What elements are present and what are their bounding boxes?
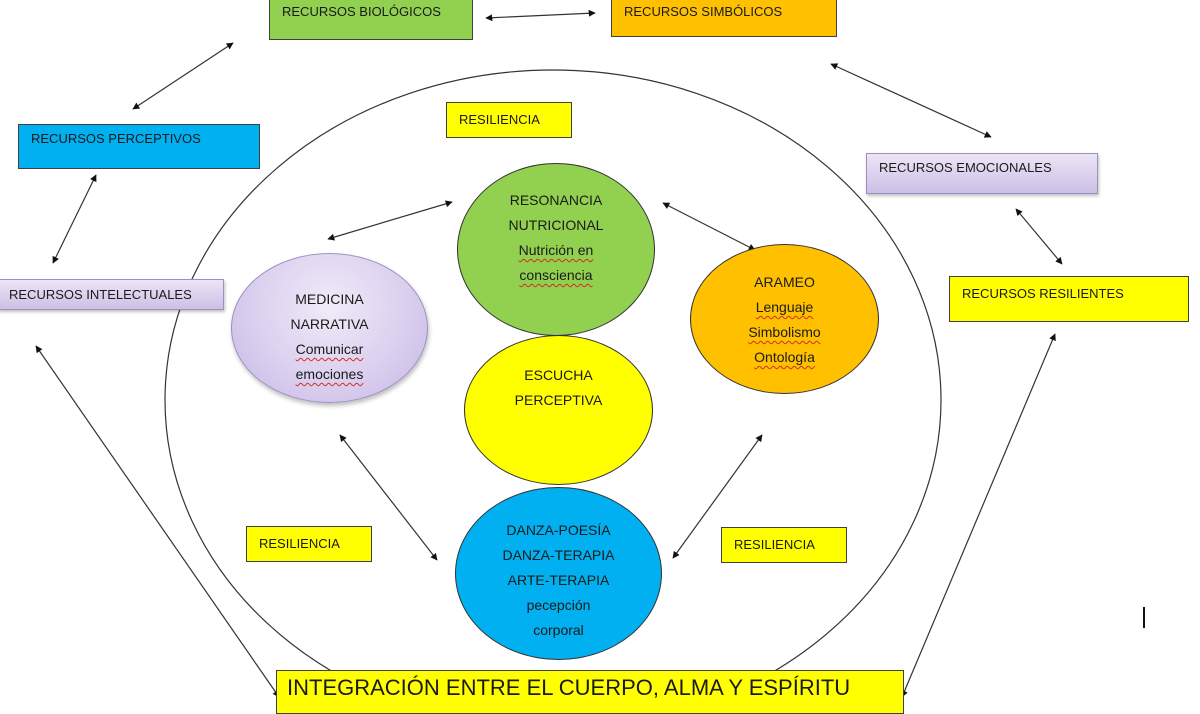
arrow-emocionales-resilientes <box>1015 208 1063 265</box>
resiliencia-text: RESILIENCIA <box>459 112 540 127</box>
arrow-medicina-resonancia <box>327 200 453 241</box>
arrow-intelectuales-integracion <box>35 345 280 698</box>
resiliencia-label-top: RESILIENCIA <box>446 102 572 138</box>
resonancia-nutricional-circle: RESONANCIA NUTRICIONAL Nutrición en cons… <box>457 163 655 336</box>
recursos-biologicos-label: RECURSOS BIOLÓGICOS <box>282 4 441 19</box>
text-cursor-icon <box>1143 607 1145 628</box>
recursos-resilientes-label: RECURSOS RESILIENTES <box>962 286 1124 301</box>
resiliencia-label-right: RESILIENCIA <box>721 527 847 563</box>
circle-line: Nutrición en <box>518 242 594 258</box>
circle-line: ARTE-TERAPIA <box>507 572 610 588</box>
recursos-perceptivos-label: RECURSOS PERCEPTIVOS <box>31 131 201 146</box>
arrow-perceptivos-intelectuales <box>52 174 97 264</box>
recursos-biologicos-box: RECURSOS BIOLÓGICOS <box>269 0 473 40</box>
recursos-simbolicos-label: RECURSOS SIMBÓLICOS <box>624 4 783 19</box>
circle-line: MEDICINA <box>295 291 364 307</box>
circle-line: Lenguaje <box>755 299 814 315</box>
resiliencia-text: RESILIENCIA <box>259 536 340 551</box>
circle-line: NUTRICIONAL <box>508 217 604 233</box>
recursos-emocionales-label: RECURSOS EMOCIONALES <box>879 160 1052 175</box>
recursos-perceptivos-box: RECURSOS PERCEPTIVOS <box>18 124 260 169</box>
circle-line: emociones <box>295 366 364 382</box>
circle-line: ARAMEO <box>754 274 815 290</box>
integracion-title: INTEGRACIÓN ENTRE EL CUERPO, ALMA Y ESPÍ… <box>287 675 851 700</box>
arameo-circle: ARAMEO Lenguaje Simbolismo Ontología <box>690 244 879 394</box>
arrow-resilientes-integracion <box>901 333 1056 698</box>
arrow-resonancia-arameo <box>662 202 756 251</box>
arrow-arameo-danza <box>672 434 763 559</box>
circle-line: RESONANCIA <box>509 192 603 208</box>
arrow-simbolicos-emocionales <box>830 63 992 138</box>
circle-line: NARRATIVA <box>290 316 369 332</box>
circle-line: PERCEPTIVA <box>514 392 603 408</box>
arrow-medicina-danza <box>339 434 438 561</box>
resiliencia-text: RESILIENCIA <box>734 537 815 552</box>
recursos-emocionales-box: RECURSOS EMOCIONALES <box>866 153 1098 194</box>
circle-line: corporal <box>533 622 584 638</box>
resiliencia-label-left: RESILIENCIA <box>246 526 372 562</box>
arrow-biologicos-simbolicos <box>485 9 596 22</box>
circle-line: DANZA-TERAPIA <box>502 547 615 563</box>
circle-line: DANZA-POESÍA <box>506 522 611 538</box>
circle-line: ESCUCHA <box>524 367 593 383</box>
recursos-intelectuales-box: RECURSOS INTELECTUALES <box>0 279 224 310</box>
circle-line: Comunicar <box>295 341 364 357</box>
circle-line: Simbolismo <box>748 324 821 340</box>
arrow-biologicos-perceptivos <box>132 42 234 110</box>
circle-line: Ontología <box>754 349 815 365</box>
recursos-simbolicos-box: RECURSOS SIMBÓLICOS <box>611 0 837 37</box>
medicina-narrativa-circle: MEDICINA NARRATIVA Comunicar emociones <box>231 253 428 403</box>
circle-line: pecepción <box>526 597 591 613</box>
recursos-resilientes-box: RECURSOS RESILIENTES <box>949 276 1189 322</box>
recursos-intelectuales-label: RECURSOS INTELECTUALES <box>9 287 192 302</box>
escucha-perceptiva-circle: ESCUCHA PERCEPTIVA <box>464 335 653 485</box>
circle-line: consciencia <box>519 267 593 283</box>
integracion-box: INTEGRACIÓN ENTRE EL CUERPO, ALMA Y ESPÍ… <box>276 670 904 714</box>
danza-poesia-circle: DANZA-POESÍA DANZA-TERAPIA ARTE-TERAPIA … <box>455 487 662 660</box>
